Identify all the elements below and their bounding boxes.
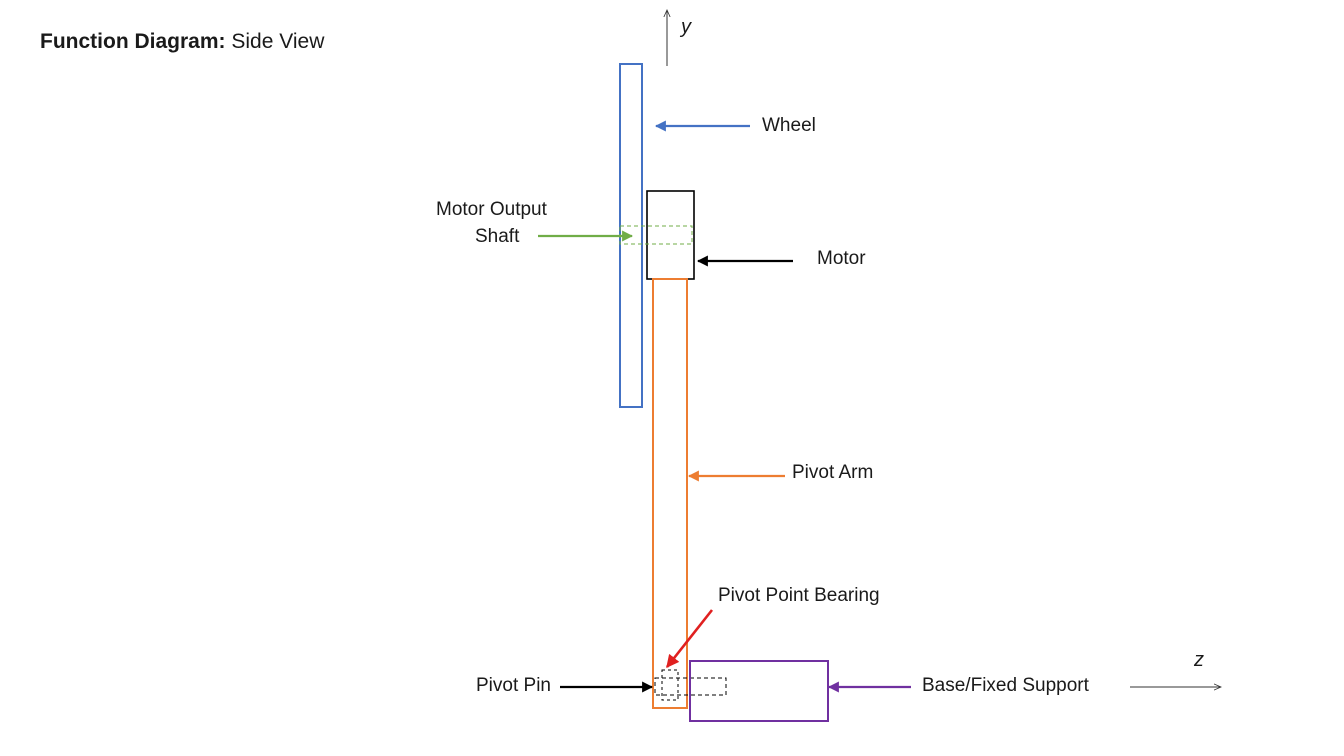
pivot-bearing-arrow xyxy=(665,609,714,669)
diagram-title: Function Diagram: Side View xyxy=(40,30,324,54)
wheel-label: Wheel xyxy=(762,115,816,136)
motor-output-shaft-label-line1: Motor Output xyxy=(436,199,547,220)
motor-label: Motor xyxy=(817,248,866,269)
pivot-bearing-shape xyxy=(661,669,679,701)
pivot-pin-label: Pivot Pin xyxy=(476,675,551,696)
pivot-point-bearing-label: Pivot Point Bearing xyxy=(718,585,880,606)
pivot-arm-label: Pivot Arm xyxy=(792,462,874,483)
motor-output-shaft-label-line2: Shaft xyxy=(475,226,520,247)
diagram-title-bold: Function Diagram: xyxy=(40,30,226,53)
base-support-shape xyxy=(689,660,829,722)
motor-shape xyxy=(646,190,695,280)
diagram-title-view: Side View xyxy=(225,30,325,53)
z-axis-label: z xyxy=(1194,649,1204,671)
pivot-arm-shape xyxy=(652,278,688,709)
y-axis-label: y xyxy=(681,16,691,38)
base-fixed-support-label: Base/Fixed Support xyxy=(922,675,1089,696)
